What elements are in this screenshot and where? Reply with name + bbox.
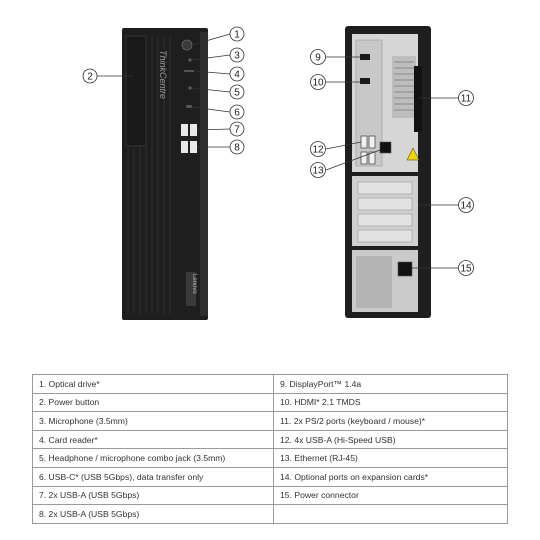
table-row: 1. Optical drive*9. DisplayPort™ 1.4a — [32, 374, 508, 394]
callout-14: 14 — [458, 197, 474, 213]
front-usb-a-ports-upper — [181, 124, 197, 136]
rear-vent-holes — [394, 61, 414, 111]
table-cell: 10. HDMI* 2.1 TMDS — [273, 392, 508, 413]
callout-1: 1 — [229, 26, 245, 42]
table-row: 8. 2x USB-A (USB 5Gbps) — [32, 504, 508, 524]
callout-9: 9 — [310, 49, 326, 65]
product-diagram: ThinkCentre Lenovo 1 2 — [82, 26, 474, 320]
svg-text:8: 8 — [234, 143, 240, 154]
svg-text:15: 15 — [460, 264, 472, 275]
front-vent-lines — [127, 36, 171, 314]
expansion-slot-covers — [357, 181, 413, 243]
table-cell — [273, 504, 508, 524]
table-cell: 1. Optical drive* — [32, 374, 274, 394]
callout-8: 8 — [229, 139, 245, 155]
table-row: 7. 2x USB-A (USB 5Gbps)15. Power connect… — [32, 485, 508, 506]
port-legend-table: 1. Optical drive*9. DisplayPort™ 1.4a 2.… — [32, 374, 508, 524]
power-connector-icon — [397, 261, 413, 277]
table-cell: 9. DisplayPort™ 1.4a — [273, 374, 508, 394]
svg-text:3: 3 — [234, 51, 240, 62]
table-cell: 6. USB-C* (USB 5Gbps), data transfer onl… — [32, 466, 274, 487]
rear-callout-lines — [325, 56, 458, 269]
table-cell: 2. Power button — [32, 392, 274, 413]
table-cell: 13. Ethernet (RJ-45) — [273, 448, 508, 468]
combo-jack-icon — [188, 86, 192, 90]
table-cell: 12. 4x USB-A (Hi-Speed USB) — [273, 429, 508, 450]
lenovo-badge — [186, 272, 196, 306]
callout-6: 6 — [229, 104, 245, 120]
lenovo-badge-text: Lenovo — [191, 274, 197, 294]
table-cell: 4. Card reader* — [32, 429, 274, 450]
warning-label-icon — [406, 147, 420, 161]
hdmi-icon — [360, 78, 370, 84]
callout-11: 11 — [458, 90, 474, 106]
callout-4: 4 — [229, 66, 245, 82]
callout-13: 13 — [310, 162, 326, 178]
svg-text:13: 13 — [312, 166, 324, 177]
front-view: ThinkCentre Lenovo 1 2 — [82, 26, 245, 320]
svg-text:6: 6 — [234, 108, 240, 119]
svg-text:10: 10 — [312, 78, 324, 89]
table-cell: 3. Microphone (3.5mm) — [32, 411, 274, 431]
callout-15: 15 — [458, 260, 474, 276]
callout-3: 3 — [229, 47, 245, 63]
svg-text:12: 12 — [312, 145, 324, 156]
table-cell: 14. Optional ports on expansion cards* — [273, 466, 508, 487]
callout-12: 12 — [310, 141, 326, 157]
usb-c-port-icon — [186, 105, 192, 108]
rear-vent-grid — [392, 56, 416, 118]
callout-5: 5 — [229, 84, 245, 100]
callout-7: 7 — [229, 121, 245, 137]
table-row: 3. Microphone (3.5mm)11. 2x PS/2 ports (… — [32, 411, 508, 431]
power-button-icon — [181, 39, 193, 51]
table-row: 5. Headphone / microphone combo jack (3.… — [32, 448, 508, 468]
svg-text:14: 14 — [460, 201, 472, 212]
svg-text:1: 1 — [234, 30, 240, 41]
table-row: 4. Card reader*12. 4x USB-A (Hi-Speed US… — [32, 429, 508, 450]
card-reader-slot-icon — [184, 70, 194, 72]
displayport-icon — [360, 54, 370, 60]
table-cell: 7. 2x USB-A (USB 5Gbps) — [32, 485, 274, 506]
rear-view: 9 10 11 12 13 14 15 — [310, 26, 474, 318]
svg-text:11: 11 — [461, 94, 472, 105]
callout-10: 10 — [310, 74, 326, 90]
table-cell: 8. 2x USB-A (USB 5Gbps) — [32, 504, 274, 524]
front-callout-lines — [97, 33, 231, 148]
table-row: 6. USB-C* (USB 5Gbps), data transfer onl… — [32, 466, 508, 487]
svg-text:4: 4 — [234, 70, 240, 81]
front-usb-a-ports-lower — [181, 141, 197, 153]
svg-text:7: 7 — [234, 125, 240, 136]
front-brand-logo: ThinkCentre — [158, 50, 168, 99]
svg-text:2: 2 — [87, 72, 93, 83]
callout-2: 2 — [82, 68, 98, 84]
table-cell: 11. 2x PS/2 ports (keyboard / mouse)* — [273, 411, 508, 431]
psu-vent — [356, 256, 392, 308]
microphone-jack-icon — [188, 58, 192, 62]
table-cell: 15. Power connector — [273, 485, 508, 506]
svg-text:9: 9 — [315, 53, 321, 64]
front-side-edge — [200, 32, 208, 316]
optical-drive-bay — [125, 35, 147, 147]
svg-text:5: 5 — [234, 88, 240, 99]
ethernet-port-icon — [379, 141, 392, 154]
table-cell: 5. Headphone / microphone combo jack (3.… — [32, 448, 274, 468]
ps2-slot-icon — [414, 66, 422, 132]
